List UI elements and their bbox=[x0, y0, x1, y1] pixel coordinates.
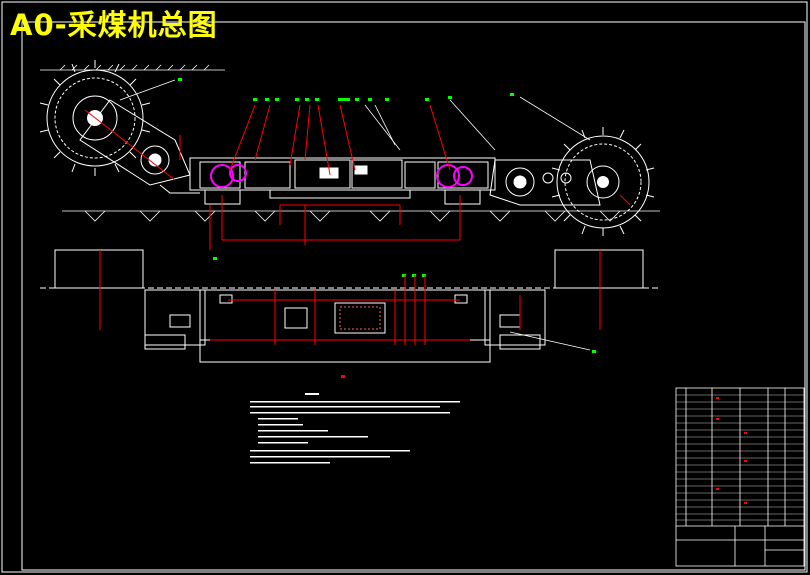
right-ranging-arm bbox=[489, 159, 601, 206]
right-cutting-drum bbox=[551, 127, 655, 236]
part-balloons bbox=[178, 78, 596, 353]
bom-rows bbox=[676, 394, 804, 521]
technical-requirements bbox=[250, 393, 460, 464]
plan-red-lines bbox=[99, 250, 601, 345]
left-cutting-drum bbox=[39, 60, 151, 176]
inner-frame bbox=[21, 21, 806, 571]
left-ranging-arm bbox=[79, 99, 200, 194]
top-seam-line bbox=[40, 64, 225, 71]
title-block bbox=[675, 387, 805, 567]
red-leader-lines bbox=[84, 104, 631, 250]
bom-red-marks bbox=[716, 397, 747, 504]
traction-gears bbox=[210, 164, 473, 188]
floor-line bbox=[62, 210, 660, 222]
section-marker bbox=[341, 375, 345, 378]
drawing-title: A0-采煤机总图 bbox=[10, 8, 218, 42]
machine-body-elevation bbox=[189, 157, 496, 205]
